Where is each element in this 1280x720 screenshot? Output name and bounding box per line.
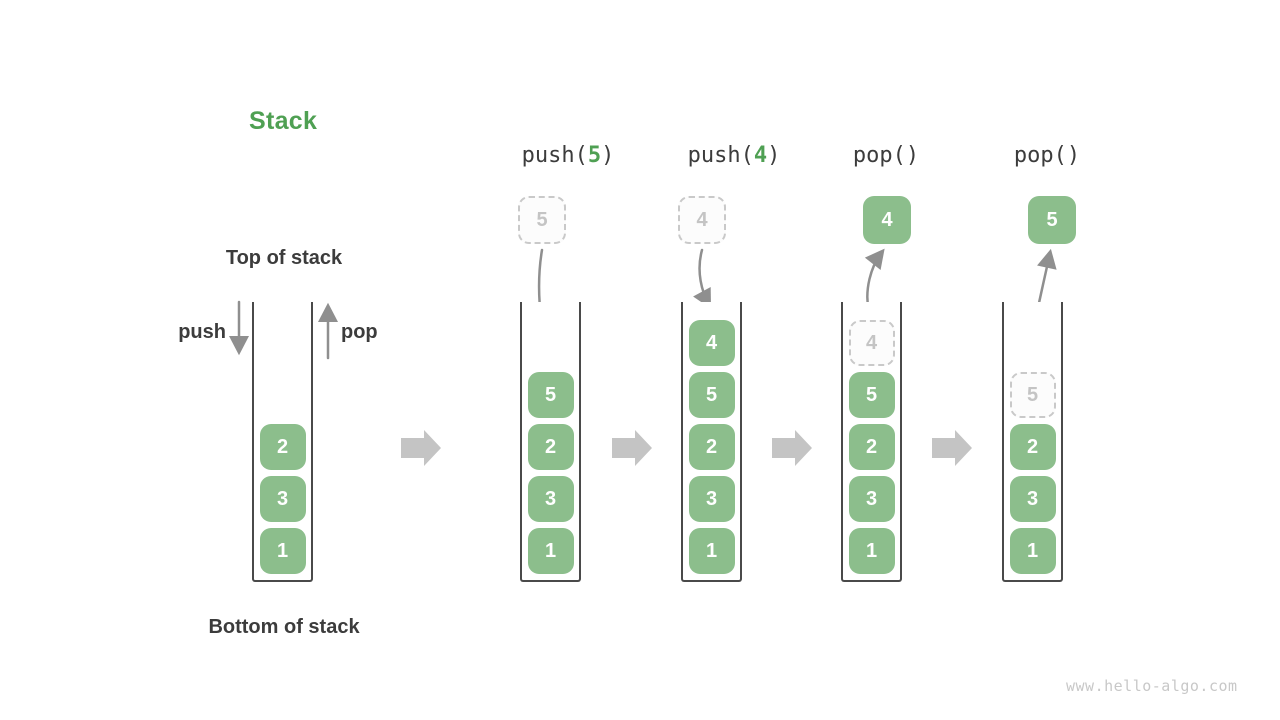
stack-cell: 5: [688, 372, 735, 418]
pop-label: pop: [341, 321, 378, 343]
stack-cell: 1: [1009, 528, 1056, 574]
ghost-cell: 5: [1009, 372, 1056, 418]
operation-label: pop(): [852, 143, 920, 168]
step-arrow-icon: [772, 430, 812, 466]
stack-cell: 3: [1009, 476, 1056, 522]
ghost-cell: 4: [848, 320, 895, 366]
stack-cell: 1: [848, 528, 895, 574]
operation-label: push(4): [687, 143, 781, 168]
push-label: push: [178, 321, 226, 343]
stack-cell: 2: [527, 424, 574, 470]
incoming-arrow-push4-icon: [693, 248, 712, 309]
stack-cell: 5: [527, 372, 574, 418]
diagram-title: Stack: [249, 107, 318, 135]
operation-label: push(5): [521, 143, 615, 168]
stack-cell: 3: [259, 476, 306, 522]
bottom-of-stack-label: Bottom of stack: [208, 616, 360, 638]
stack-cell: 2: [848, 424, 895, 470]
operation-label: pop(): [1013, 143, 1081, 168]
incoming-value-box: 5: [518, 196, 566, 244]
stack-cell: 5: [848, 372, 895, 418]
stack-cell: 2: [259, 424, 306, 470]
stack-cell: 4: [688, 320, 735, 366]
incoming-value-box: 4: [678, 196, 726, 244]
step-arrow-icon: [401, 430, 441, 466]
stack-cell: 1: [259, 528, 306, 574]
top-of-stack-label: Top of stack: [225, 247, 343, 269]
stack-cell: 2: [688, 424, 735, 470]
watermark: www.hello-algo.com: [1066, 677, 1238, 695]
stack-cell: 2: [1009, 424, 1056, 470]
stack-cell: 1: [688, 528, 735, 574]
popped-value-box: 5: [1028, 196, 1076, 244]
stack-cell: 3: [848, 476, 895, 522]
step-arrow-icon: [612, 430, 652, 466]
stack-cell: 1: [527, 528, 574, 574]
popped-value-box: 4: [863, 196, 911, 244]
stack-cell: 3: [688, 476, 735, 522]
step-arrow-icon: [932, 430, 972, 466]
stack-cell: 3: [527, 476, 574, 522]
